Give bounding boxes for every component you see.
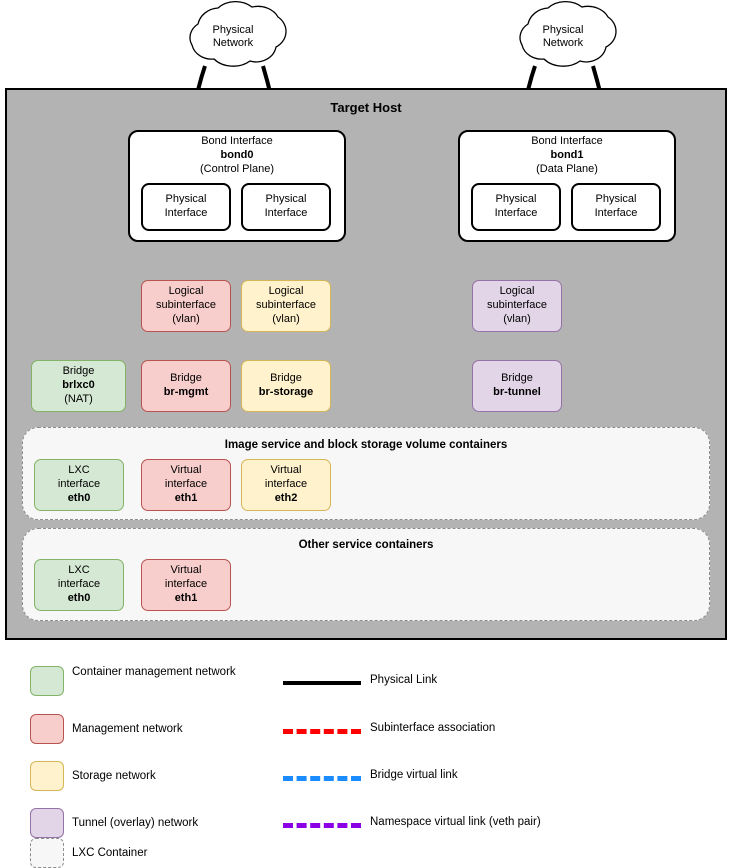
bond1-physical-interface-0[interactable]: Physical Interface xyxy=(471,183,561,231)
logical-subinterface-storage[interactable]: Logical subinterface (vlan) xyxy=(241,280,331,332)
bond0-label: Bond Interface bond0 (Control Plane) xyxy=(128,135,346,176)
legend-swatch-lxc-container xyxy=(30,838,64,868)
subif-line1: Logical xyxy=(499,285,535,298)
bridge-label: Bridge xyxy=(270,372,302,385)
if-line1: Virtual xyxy=(170,564,202,577)
cloud-right xyxy=(519,0,617,67)
phys-if-line2: Interface xyxy=(164,207,208,219)
legend-label-subinterface-association: Subinterface association xyxy=(370,722,496,734)
legend-line-bridge-virtual-link xyxy=(283,776,361,781)
bridge-name: br-tunnel xyxy=(493,386,541,398)
phys-if-line2: Interface xyxy=(264,207,308,219)
bond0-name: bond0 xyxy=(220,148,254,161)
legend-label-storage: Storage network xyxy=(72,770,156,782)
bridge-label: Bridge xyxy=(170,372,202,385)
if-line2: interface xyxy=(264,478,308,491)
virtual-interface-eth2-image[interactable]: Virtual interface eth2 xyxy=(241,459,331,511)
legend-label-bridge-virtual-link: Bridge virtual link xyxy=(370,769,458,781)
phys-if-line1: Physical xyxy=(265,193,307,206)
phys-if-line1: Physical xyxy=(495,193,537,206)
subif-line2: subinterface xyxy=(487,299,547,312)
subif-line1: Logical xyxy=(168,285,204,298)
legend-line-subinterface-association xyxy=(283,729,361,734)
legend-line-namespace-virtual-link xyxy=(283,823,361,828)
virtual-interface-eth1-other[interactable]: Virtual interface eth1 xyxy=(141,559,231,611)
if-line1: LXC xyxy=(68,564,90,577)
bridge-extra: (NAT) xyxy=(64,392,93,405)
bridge-brlxc0[interactable]: Bridge brlxc0 (NAT) xyxy=(31,360,126,412)
legend-swatch-tunnel xyxy=(30,808,64,838)
legend-swatch-container-management xyxy=(30,666,64,696)
legend-line-physical-link xyxy=(283,681,361,685)
group-image-block-storage-title: Image service and block storage volume c… xyxy=(224,439,508,451)
if-name: eth0 xyxy=(67,591,91,604)
logical-subinterface-tunnel[interactable]: Logical subinterface (vlan) xyxy=(472,280,562,332)
legend-swatch-management xyxy=(30,714,64,744)
subif-line3: (vlan) xyxy=(172,312,200,325)
legend: Container management network Management … xyxy=(0,648,732,868)
lxc-interface-eth0-image[interactable]: LXC interface eth0 xyxy=(34,459,124,511)
bond1-title: Bond Interface xyxy=(531,135,603,147)
if-name: eth1 xyxy=(174,591,198,604)
bridge-label: Bridge xyxy=(62,365,95,378)
legend-swatch-storage xyxy=(30,761,64,791)
if-line2: interface xyxy=(164,478,208,491)
if-name: eth1 xyxy=(174,491,198,504)
legend-label-tunnel: Tunnel (overlay) network xyxy=(72,817,199,829)
group-other-service-containers xyxy=(22,528,710,621)
lxc-interface-eth0-other[interactable]: LXC interface eth0 xyxy=(34,559,124,611)
bridge-name: brlxc0 xyxy=(62,379,95,392)
legend-label-management: Management network xyxy=(72,723,183,735)
virtual-interface-eth1-image[interactable]: Virtual interface eth1 xyxy=(141,459,231,511)
bond0-physical-interface-0[interactable]: Physical Interface xyxy=(141,183,231,231)
legend-label-namespace-virtual-link: Namespace virtual link (veth pair) xyxy=(370,816,541,828)
if-line2: interface xyxy=(57,478,101,491)
if-name: eth0 xyxy=(67,491,91,504)
page-title: Target Host xyxy=(330,100,402,115)
subif-line2: subinterface xyxy=(156,299,216,312)
phys-if-line1: Physical xyxy=(165,193,207,206)
phys-if-line2: Interface xyxy=(594,207,638,219)
subif-line2: subinterface xyxy=(256,299,316,312)
subif-line1: Logical xyxy=(268,285,304,298)
if-line2: interface xyxy=(57,578,101,591)
bridge-br-mgmt[interactable]: Bridge br-mgmt xyxy=(141,360,231,412)
subif-line3: (vlan) xyxy=(503,312,531,325)
legend-label-lxc-container: LXC Container xyxy=(72,847,148,859)
cloud-left xyxy=(189,0,287,67)
bond0-physical-interface-1[interactable]: Physical Interface xyxy=(241,183,331,231)
bond1-role: (Data Plane) xyxy=(536,162,598,175)
group-image-block-storage xyxy=(22,427,710,520)
bond1-name: bond1 xyxy=(550,148,584,161)
bond0-title: Bond Interface xyxy=(201,135,273,147)
if-line1: Virtual xyxy=(270,464,302,477)
bond1-label: Bond Interface bond1 (Data Plane) xyxy=(458,135,676,176)
bridge-name: br-storage xyxy=(258,386,314,398)
legend-label-physical-link: Physical Link xyxy=(370,674,438,686)
if-line2: interface xyxy=(164,578,208,591)
legend-label-container-management: Container management network xyxy=(72,666,236,678)
subif-line3: (vlan) xyxy=(272,312,300,325)
logical-subinterface-mgmt[interactable]: Logical subinterface (vlan) xyxy=(141,280,231,332)
phys-if-line1: Physical xyxy=(595,193,637,206)
bridge-name: br-mgmt xyxy=(163,386,209,398)
bond0-role: (Control Plane) xyxy=(200,162,274,175)
if-name: eth2 xyxy=(274,491,298,504)
if-line1: LXC xyxy=(68,464,90,477)
bond1-physical-interface-1[interactable]: Physical Interface xyxy=(571,183,661,231)
group-other-service-containers-title: Other service containers xyxy=(298,539,434,551)
bridge-br-tunnel[interactable]: Bridge br-tunnel xyxy=(472,360,562,412)
bridge-br-storage[interactable]: Bridge br-storage xyxy=(241,360,331,412)
phys-if-line2: Interface xyxy=(494,207,538,219)
bridge-label: Bridge xyxy=(501,372,533,385)
if-line1: Virtual xyxy=(170,464,202,477)
